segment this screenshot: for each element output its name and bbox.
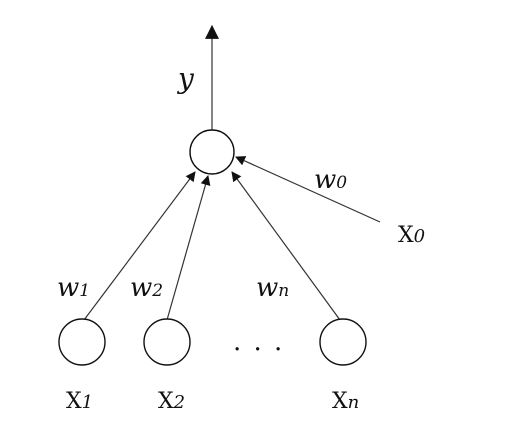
input-node-x1: [58, 318, 106, 366]
weight-label-w0: w0: [314, 165, 347, 195]
input-label-x0: X0: [398, 223, 425, 248]
input-label-xn: Xn: [332, 389, 359, 414]
edge-xn: [231, 171, 341, 321]
weight-label-w1: w1: [57, 273, 90, 303]
weight-label-w2: w2: [130, 273, 163, 303]
edge-x2: [166, 175, 211, 321]
output-label: y: [176, 62, 195, 95]
weight-label-wn: wn: [256, 273, 289, 303]
input-node-x2: [143, 318, 191, 366]
input-label-x1: X1: [66, 389, 93, 414]
edge-x1: [83, 171, 196, 321]
input-label-x2: X2: [158, 389, 185, 414]
neuron-node: [189, 129, 235, 175]
ellipsis: . . .: [233, 327, 284, 357]
edge-x0: [235, 156, 381, 223]
input-node-xn: [319, 318, 367, 366]
